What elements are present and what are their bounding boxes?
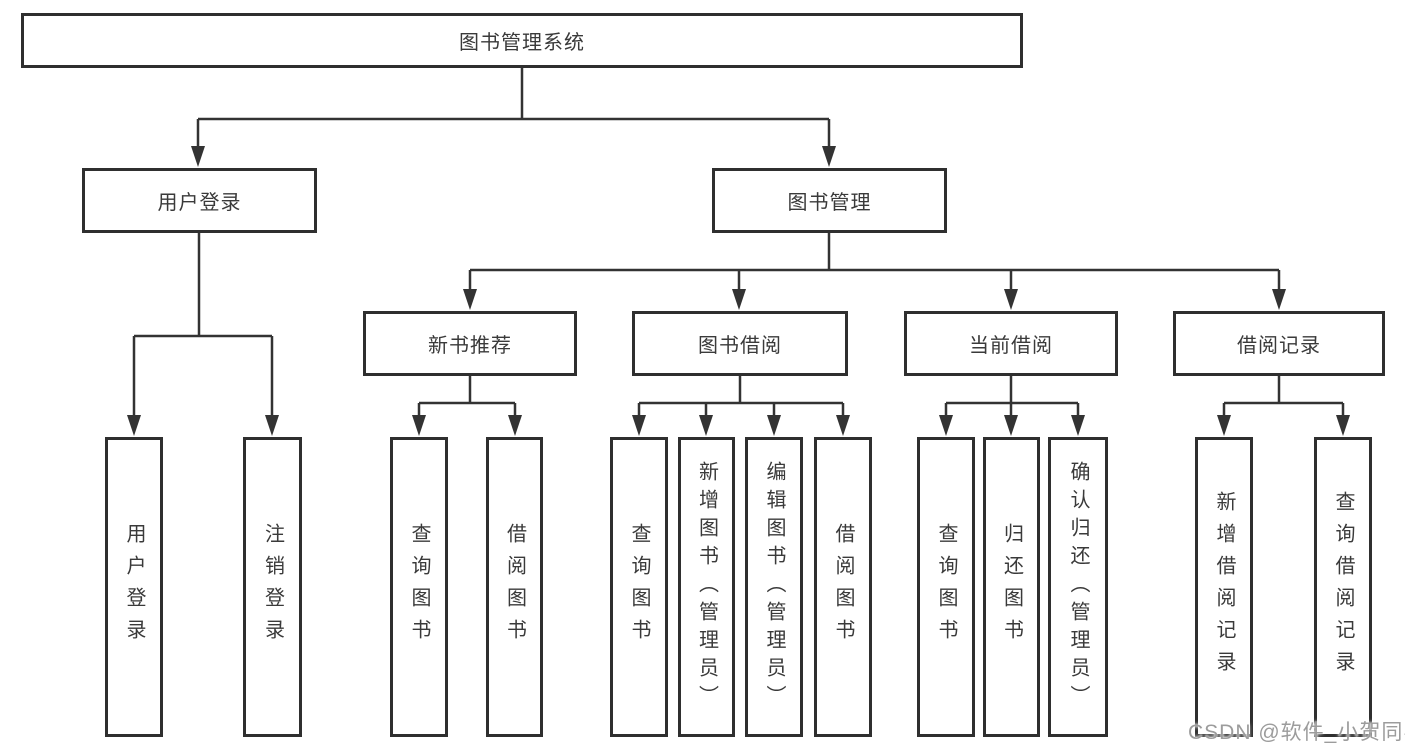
leaf-bw-edit-books-admin: 编辑图书（管理员） (745, 437, 803, 737)
arrow-down-icon (412, 415, 426, 436)
leaf-bw-query-books-label: 查询图书 (628, 523, 650, 651)
arrow-down-icon (265, 415, 279, 436)
arrow-down-icon (732, 289, 746, 310)
node-book-borrow: 图书借阅 (632, 311, 848, 376)
connector-root (196, 68, 831, 150)
leaf-cur-return-books-label: 归还图书 (1000, 523, 1023, 651)
node-user-login-label: 用户登录 (157, 192, 242, 214)
arrow-down-icon (1004, 415, 1018, 436)
leaf-user-login-label: 用户登录 (123, 523, 145, 651)
csdn-watermark: CSDN @软件_小贺同学 (1188, 721, 1405, 744)
node-borrow-records-label: 借阅记录 (1237, 335, 1321, 357)
leaf-rec-query-record: 查询借阅记录 (1314, 437, 1372, 737)
arrow-down-icon (191, 146, 205, 167)
arrow-down-icon (822, 146, 836, 167)
leaf-bw-add-books-admin-label: 新增图书（管理员） (695, 461, 718, 713)
leaf-logout-label: 注销登录 (261, 523, 284, 651)
node-book-mgmt: 图书管理 (712, 168, 947, 233)
arrowheads (127, 146, 1350, 436)
node-book-borrow-label: 图书借阅 (698, 335, 782, 357)
leaf-cur-return-books: 归还图书 (983, 437, 1040, 737)
leaf-bw-query-books: 查询图书 (610, 437, 668, 737)
node-current-borrow: 当前借阅 (904, 311, 1118, 376)
arrow-down-icon (508, 415, 522, 436)
arrow-down-icon (1336, 415, 1350, 436)
leaf-cur-confirm-return-admin-label: 确认归还（管理员） (1067, 461, 1089, 713)
arrow-down-icon (699, 415, 713, 436)
leaf-rec-add-record: 新增借阅记录 (1195, 437, 1253, 737)
connector-new-book (417, 376, 517, 419)
node-new-book-recommend-label: 新书推荐 (428, 335, 512, 357)
arrow-down-icon (939, 415, 953, 436)
connector-borrow (637, 376, 845, 419)
node-new-book-recommend: 新书推荐 (363, 311, 577, 376)
arrow-down-icon (1071, 415, 1085, 436)
leaf-bw-borrow-books: 借阅图书 (814, 437, 872, 737)
connector-current (944, 376, 1080, 419)
connector-book-mgmt (468, 233, 1281, 292)
leaf-rec-add-record-label: 新增借阅记录 (1213, 491, 1235, 683)
leaf-nb-query-books-label: 查询图书 (408, 523, 430, 651)
arrow-down-icon (1217, 415, 1231, 436)
leaf-cur-query-books: 查询图书 (917, 437, 975, 737)
node-root: 图书管理系统 (21, 13, 1023, 68)
arrow-down-icon (1004, 289, 1018, 310)
node-root-label: 图书管理系统 (459, 32, 585, 54)
leaf-bw-edit-books-admin-label: 编辑图书（管理员） (763, 461, 785, 713)
arrow-down-icon (767, 415, 781, 436)
leaf-nb-borrow-books-label: 借阅图书 (503, 523, 526, 651)
arrow-down-icon (127, 415, 141, 436)
leaf-logout: 注销登录 (243, 437, 302, 737)
leaf-user-login: 用户登录 (105, 437, 163, 737)
arrow-down-icon (463, 289, 477, 310)
arrow-down-icon (1272, 289, 1286, 310)
leaf-nb-query-books: 查询图书 (390, 437, 448, 737)
leaf-bw-add-books-admin: 新增图书（管理员） (678, 437, 735, 737)
leaf-cur-confirm-return-admin: 确认归还（管理员） (1048, 437, 1108, 737)
leaf-cur-query-books-label: 查询图书 (935, 523, 957, 651)
leaf-nb-borrow-books: 借阅图书 (486, 437, 543, 737)
node-book-mgmt-label: 图书管理 (787, 192, 872, 214)
node-borrow-records: 借阅记录 (1173, 311, 1385, 376)
node-user-login: 用户登录 (82, 168, 317, 233)
leaf-bw-borrow-books-label: 借阅图书 (832, 523, 854, 651)
connector-user-login (132, 233, 274, 419)
connector-records (1222, 376, 1345, 419)
arrow-down-icon (836, 415, 850, 436)
node-current-borrow-label: 当前借阅 (969, 335, 1053, 357)
leaf-rec-query-record-label: 查询借阅记录 (1332, 491, 1354, 683)
arrow-down-icon (632, 415, 646, 436)
